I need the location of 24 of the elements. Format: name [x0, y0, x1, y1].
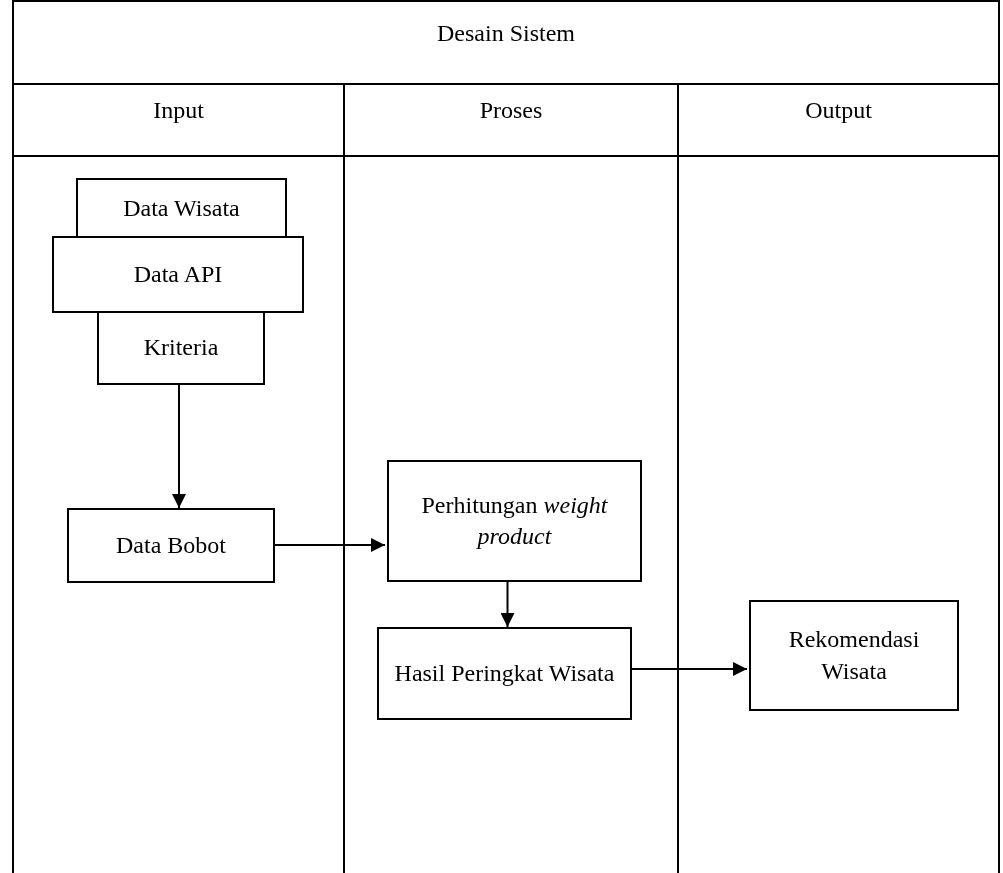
lane-title: Output: [805, 97, 872, 124]
box-label: Rekomendasi Wisata: [787, 625, 921, 686]
lane-title: Input: [153, 97, 204, 124]
swimlane: [343, 83, 677, 873]
process-box: [377, 627, 632, 720]
lane-title: Proses: [479, 97, 543, 124]
arrow: [500, 581, 515, 628]
box-label: Data Wisata: [123, 194, 240, 224]
box-label: Kriteria: [143, 333, 219, 363]
box-label: Data API: [133, 259, 223, 289]
process-box: [67, 508, 275, 583]
box-label: Perhitungan weight product: [420, 490, 609, 551]
arrow: [272, 538, 386, 552]
swimlane: [677, 83, 1000, 873]
swimlane: [12, 83, 343, 873]
process-box: [52, 236, 304, 313]
process-box: [749, 600, 959, 711]
table-title: Desain Sistem: [437, 20, 575, 46]
box-label: Data Bobot: [116, 530, 226, 560]
process-box: [387, 460, 642, 582]
arrow: [172, 384, 186, 509]
box-label: Hasil Peringkat Wisata: [394, 658, 615, 688]
arrow: [629, 662, 748, 676]
process-box: [97, 311, 265, 385]
